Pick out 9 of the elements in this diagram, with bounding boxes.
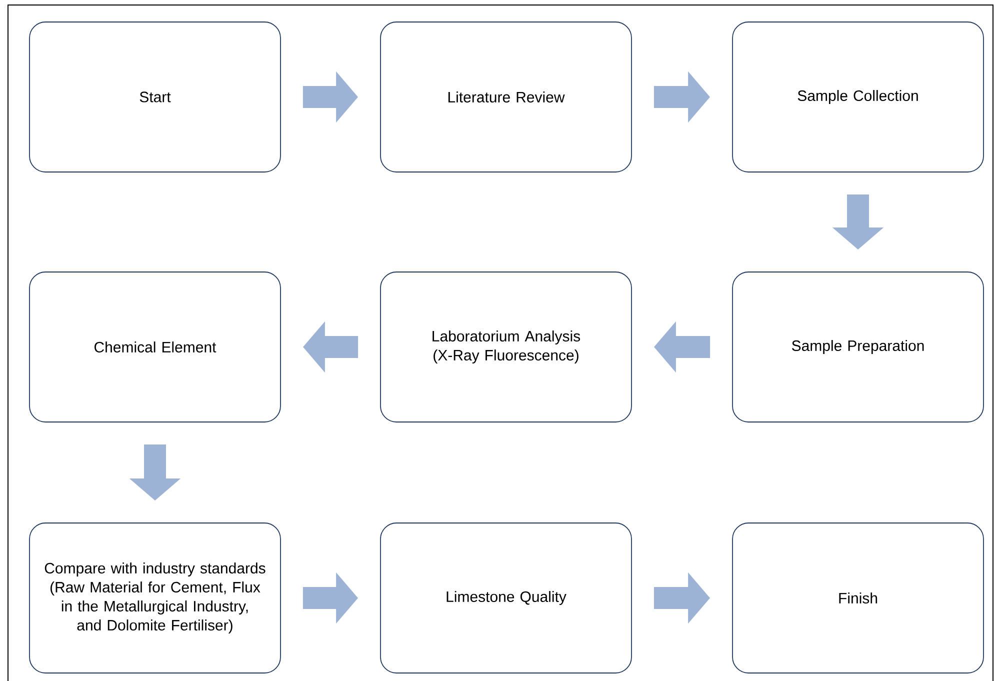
- process-box: Finish: [732, 522, 984, 674]
- process-box: Compare with industry standards (Raw Material for Cement, Flux in the Metallurgical Industry, and Dolomite Fertiliser): [29, 522, 281, 674]
- process-box: Literature Review: [380, 22, 632, 172]
- process-box: Limestone Quality: [380, 522, 632, 674]
- process-box: Start: [29, 22, 281, 172]
- process-box: Laboratorium Analysis (X-Ray Fluorescence): [380, 272, 632, 422]
- process-box: Sample Collection: [732, 22, 984, 172]
- process-box: Chemical Element: [29, 272, 281, 422]
- process-box: Sample Preparation: [732, 272, 984, 422]
